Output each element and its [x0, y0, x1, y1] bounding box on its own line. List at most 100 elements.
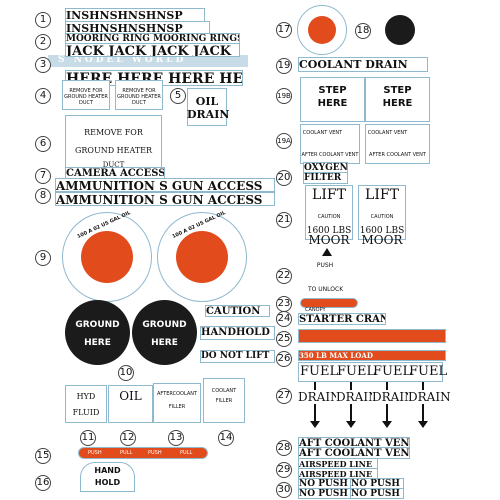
number-badge: 16 [35, 475, 51, 491]
caution-text: CAUTION [317, 214, 341, 220]
remove-for-text: REMOVE FOR [84, 128, 143, 137]
number-badge: 8 [35, 188, 51, 204]
number-badge: 14 [218, 430, 234, 446]
canopy-text: CANOPY [305, 307, 326, 313]
number-badge: 17 [276, 22, 292, 38]
number-badge: 30 [276, 482, 292, 498]
hold-text: HOLD [94, 478, 121, 487]
coolant-filler-decal [203, 378, 245, 423]
ground-heater-text: GROUND HEATER [74, 146, 153, 155]
lift-text: LIFT [365, 187, 399, 203]
number-badge: 10 [118, 365, 134, 381]
number-badge: 25 [276, 331, 292, 347]
aftercoolant-text: AFTERCOOLANT [156, 391, 198, 397]
hand-text: HAND [94, 466, 121, 475]
number-badge: 12 [120, 430, 136, 446]
number-badge: 2 [35, 34, 51, 50]
small-dark-disc [385, 15, 415, 45]
gauge-face [308, 16, 336, 44]
number-badge: 19B [276, 88, 292, 104]
coolant-vent-decal [365, 124, 430, 164]
starter-crank-strip: STARTER CRANK [298, 313, 386, 325]
oil-drain-decal [187, 88, 227, 126]
hyd-text: HYD [76, 392, 96, 401]
step-here-decal [300, 77, 365, 122]
watermark-text: S NODEL WORLD [58, 55, 187, 65]
number-badge: 13 [168, 430, 184, 446]
remove-text: REMOVE FOR GROUND HEATER DUCT [64, 88, 108, 106]
number-badge: 19A [276, 133, 292, 149]
after-coolant-vent-text: AFTER COOLANT VENT [369, 152, 426, 158]
step-text: STEP [383, 85, 412, 96]
ammunition-strip: AMMUNITION S GUN ACCESS [55, 192, 275, 206]
moor-text: MOOR [308, 233, 350, 247]
drain-text: DRAIN [298, 390, 341, 404]
push-pull-strip [78, 447, 208, 459]
max-load-strip: 350 LB MAX LOAD [298, 350, 446, 361]
number-badge: 23 [276, 296, 292, 312]
number-badge: 28 [276, 440, 292, 456]
drain-text: DRAIN [408, 390, 451, 404]
gauge-face [81, 231, 133, 283]
here-text: HERE [84, 338, 111, 348]
duct-text: DUCT [102, 161, 125, 169]
caution-text: CAUTION [370, 214, 394, 220]
filler-text: FILLER [215, 398, 233, 404]
step-here-decal [365, 77, 430, 122]
number-badge: 15 [35, 448, 51, 464]
number-badge: 5 [170, 88, 186, 104]
oil-tank-gauge-decal [157, 212, 247, 302]
small-gauge-decal [297, 5, 347, 55]
gauge-face [176, 231, 228, 283]
number-badge: 22 [276, 268, 292, 284]
arrow-up [322, 248, 332, 256]
number-badge: 27 [276, 388, 292, 404]
number-badge: 18 [355, 23, 371, 39]
ground-here-disc [132, 300, 197, 365]
fluid-text: FLUID [72, 408, 100, 417]
to-unlock-text: TO UNLOCK [308, 286, 344, 293]
no-push-strip: NO PUSH [350, 488, 404, 499]
number-badge: 26 [276, 351, 292, 367]
coolant-vent-decal [300, 124, 360, 164]
do-not-lift-strip: DO NOT LIFT [200, 350, 275, 363]
step-text: STEP [318, 85, 347, 96]
number-badge: 24 [276, 311, 292, 327]
number-badge: 21 [276, 212, 292, 228]
number-badge: 1 [35, 12, 51, 28]
number-badge: 4 [35, 88, 51, 104]
push-text: PUSH [148, 450, 162, 456]
aftercoolant-filler-decal [153, 383, 201, 423]
remove-decal-small [62, 80, 110, 110]
ground-here-disc [65, 300, 130, 365]
caution-strip: CAUTION [205, 305, 270, 317]
watermark-banner [48, 55, 248, 67]
after-coolant-vent-text: AFTER COOLANT VENT [301, 152, 359, 158]
number-badge: 11 [80, 430, 96, 446]
filler-text: FILLER [168, 404, 186, 410]
coolant-vent-text: COOLANT VENT [367, 130, 408, 136]
pull-text: PULL [120, 450, 133, 456]
number-badge: 29 [276, 462, 292, 478]
here-text: HERE [151, 338, 178, 348]
number-badge: 9 [35, 250, 51, 266]
coolant-drain-strip: COOLANT DRAIN [298, 57, 428, 72]
pull-text: PULL [180, 450, 193, 456]
lift-caution-decal [305, 185, 353, 240]
drain-text: DRAIN [372, 390, 415, 404]
lift-caution-decal [358, 185, 406, 240]
number-badge: 7 [35, 168, 51, 184]
fuel-text: FUEL [409, 364, 448, 379]
oil-text: OIL [119, 389, 142, 403]
push-text: PUSH [88, 450, 102, 456]
hyd-fluid-decal [65, 385, 107, 423]
number-badge: 19 [276, 58, 292, 74]
moor-text: MOOR [361, 233, 403, 247]
ammunition-strip: AMMUNITION S GUN ACCESS [55, 178, 275, 192]
here-text: HERE [317, 98, 348, 109]
ground-text: GROUND [75, 320, 120, 330]
number-badge: 3 [35, 57, 51, 73]
fuel-text: FUEL [300, 364, 339, 379]
oil-tank-gauge-decal [62, 212, 152, 302]
